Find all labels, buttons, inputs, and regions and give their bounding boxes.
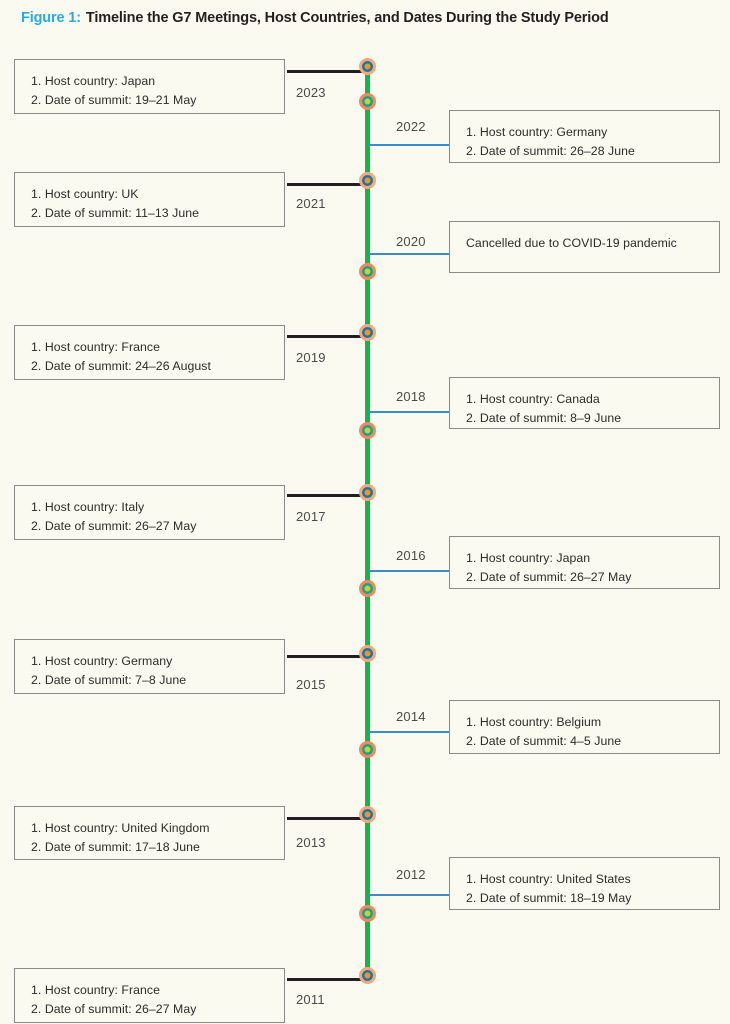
info-box-2023: 1. Host country: Japan 2. Date of summit:…: [14, 59, 285, 114]
timeline-node-2013[interactable]: [359, 806, 376, 823]
connector-2023: [287, 70, 367, 73]
year-label-2019: 2019: [296, 350, 326, 365]
info-list: 1. Host country: Japan 2. Date of summit:…: [31, 72, 270, 110]
year-label-2013: 2013: [296, 835, 326, 850]
info-box-2022: 1. Host country: Germany 2. Date of summi…: [449, 110, 720, 163]
year-label-2011: 2011: [296, 992, 325, 1007]
connector-2014: [367, 731, 449, 733]
timeline-node-2018[interactable]: [359, 422, 376, 439]
connector-2022: [367, 144, 449, 146]
info-list: 1. Host country: Germany 2. Date of summi…: [466, 123, 705, 161]
summit-date-line: 2. Date of summit: 26–28 June: [466, 144, 635, 159]
year-label-2018: 2018: [396, 389, 426, 404]
year-label-2014: 2014: [396, 709, 426, 724]
summit-date-line: 2. Date of summit: 11–13 June: [31, 206, 200, 221]
timeline-node-2014[interactable]: [359, 741, 376, 758]
summit-date-line: 2. Date of summit: 26–27 May: [31, 1002, 197, 1017]
info-list: 1. Host country: United Kingdom 2. Date o…: [31, 819, 270, 857]
summit-date-line: 2. Date of summit: 4–5 June: [466, 734, 622, 749]
page-title: Figure 1:Timeline the G7 Meetings, Host …: [21, 10, 609, 26]
year-label-2015: 2015: [296, 677, 326, 692]
host-country-line: 1. Host country: Italy: [31, 500, 145, 514]
connector-2011: [287, 978, 367, 981]
host-country-line: 1. Host country: Canada: [466, 392, 600, 406]
host-country-line: 1. Host country: Japan: [466, 551, 591, 565]
summit-date-line: 2. Date of summit: 26–27 May: [466, 570, 632, 585]
info-box-2021: 1. Host country: UK 2. Date of summit: 11…: [14, 172, 285, 227]
info-box-2020: Cancelled due to COVID-19 pandemic: [449, 221, 720, 273]
info-box-2012: 1. Host country: United States 2. Date of…: [449, 857, 720, 910]
info-box-2015: 1. Host country: Germany 2. Date of summi…: [14, 639, 285, 694]
host-country-line: 1. Host country: Germany: [466, 125, 608, 139]
host-country-line: 1. Host country: Belgium: [466, 715, 602, 729]
connector-2016: [367, 570, 449, 572]
timeline-node-2022[interactable]: [359, 93, 376, 110]
host-country-line: 1. Host country: Japan: [31, 74, 156, 88]
info-note: Cancelled due to COVID-19 pandemic: [466, 236, 677, 250]
timeline-node-2016[interactable]: [359, 580, 376, 597]
connector-2017: [287, 494, 367, 497]
info-list: 1. Host country: Belgium 2. Date of summi…: [466, 713, 705, 751]
host-country-line: 1. Host country: United Kingdom: [31, 821, 210, 835]
info-list: 1. Host country: United States 2. Date of…: [466, 870, 705, 908]
summit-date-line: 2. Date of summit: 7–8 June: [31, 673, 187, 688]
host-country-line: 1. Host country: Germany: [31, 654, 173, 668]
info-box-2011: 1. Host country: France 2. Date of summit…: [14, 968, 285, 1023]
year-label-2016: 2016: [396, 548, 426, 563]
info-box-2014: 1. Host country: Belgium 2. Date of summi…: [449, 700, 720, 754]
summit-date-line: 2. Date of summit: 24–26 August: [31, 359, 211, 374]
connector-2013: [287, 817, 367, 820]
connector-2019: [287, 335, 367, 338]
info-list: 1. Host country: Germany 2. Date of summi…: [31, 652, 270, 690]
host-country-line: 1. Host country: France: [31, 983, 160, 997]
timeline-node-2021[interactable]: [359, 172, 376, 189]
timeline-node-2011[interactable]: [359, 967, 376, 984]
year-label-2022: 2022: [396, 119, 426, 134]
timeline-node-2012[interactable]: [359, 905, 376, 922]
timeline-node-2019[interactable]: [359, 324, 376, 341]
info-list: 1. Host country: Canada 2. Date of summit…: [466, 390, 705, 428]
host-country-line: 1. Host country: United States: [466, 872, 631, 886]
year-label-2020: 2020: [396, 234, 426, 249]
figure-label: Figure 1:: [21, 10, 81, 26]
info-box-2018: 1. Host country: Canada 2. Date of summit…: [449, 377, 720, 429]
summit-date-line: 2. Date of summit: 18–19 May: [466, 891, 632, 906]
host-country-line: 1. Host country: UK: [31, 187, 139, 201]
figure-title-text: Timeline the G7 Meetings, Host Countries…: [85, 10, 609, 26]
connector-2018: [367, 411, 449, 413]
info-list: 1. Host country: France 2. Date of summit…: [31, 338, 270, 376]
year-label-2017: 2017: [296, 509, 326, 524]
connector-2012: [367, 894, 449, 896]
year-label-2012: 2012: [396, 867, 426, 882]
timeline-node-2017[interactable]: [359, 484, 376, 501]
connector-2015: [287, 655, 367, 658]
summit-date-line: 2. Date of summit: 17–18 June: [31, 840, 200, 855]
info-list: 1. Host country: Italy 2. Date of summit:…: [31, 498, 270, 536]
host-country-line: 1. Host country: France: [31, 340, 160, 354]
info-list: 1. Host country: UK 2. Date of summit: 11…: [31, 185, 270, 223]
summit-date-line: 2. Date of summit: 8–9 June: [466, 411, 622, 426]
info-box-2013: 1. Host country: United Kingdom 2. Date o…: [14, 806, 285, 860]
info-box-2017: 1. Host country: Italy 2. Date of summit:…: [14, 485, 285, 540]
timeline-axis: [365, 62, 370, 974]
info-box-2019: 1. Host country: France 2. Date of summit…: [14, 325, 285, 380]
info-list: 1. Host country: France 2. Date of summit…: [31, 981, 270, 1019]
timeline-node-2015[interactable]: [359, 645, 376, 662]
timeline-node-2020[interactable]: [359, 263, 376, 280]
timeline-node-2023[interactable]: [359, 58, 376, 75]
summit-date-line: 2. Date of summit: 26–27 May: [31, 519, 197, 534]
year-label-2021: 2021: [296, 196, 326, 211]
summit-date-line: 2. Date of summit: 19–21 May: [31, 93, 197, 108]
info-box-2016: 1. Host country: Japan 2. Date of summit:…: [449, 536, 720, 589]
info-list: 1. Host country: Japan 2. Date of summit:…: [466, 549, 705, 587]
connector-2021: [287, 183, 367, 186]
connector-2020: [367, 253, 449, 255]
year-label-2023: 2023: [296, 85, 326, 100]
